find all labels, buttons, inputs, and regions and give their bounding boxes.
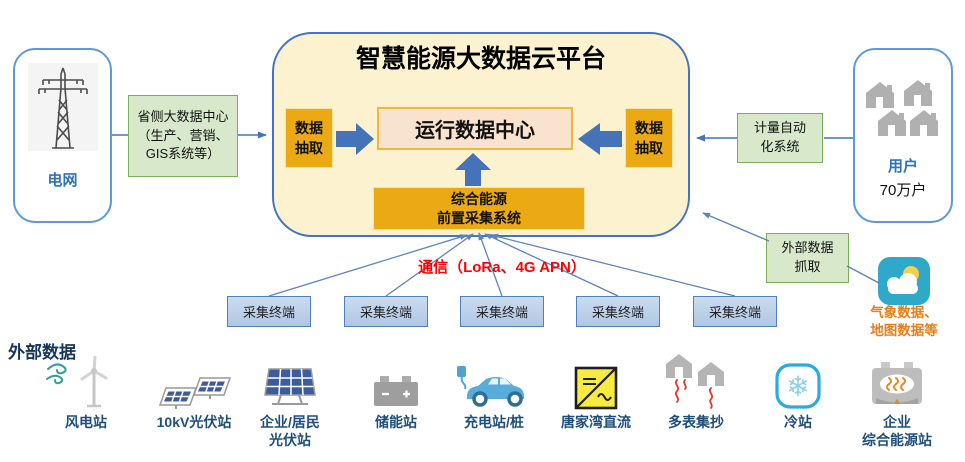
source-item: 10kV光伏站 [142,360,246,432]
users-count: 70万户 [879,182,927,199]
weather-data-label: 气象数据、 地图数据等 [870,305,938,338]
external-data-heading: 外部数据 [8,343,76,362]
power-grid-label: 电网 [47,172,78,189]
collection-terminal-box: 采集终端 [693,296,777,327]
solar-panel-icon [262,360,318,410]
svg-text:❄: ❄ [786,371,809,402]
solar-panels-icon [156,360,232,410]
collection-terminal-box: 采集终端 [344,296,428,327]
multi-meter-icon [660,354,732,410]
users-label: 用户 [887,158,918,175]
data-extract-left-box: 数据 抽取 [285,108,333,168]
comm-protocol-label: 通信（LoRa、4G APN） [418,259,586,276]
boiler-icon [867,360,927,410]
users-panel: 用户 70万户 [853,48,953,223]
source-item: 储能站 [344,360,448,432]
power-grid-panel: 电网 [13,48,112,223]
weather-icon [878,257,930,305]
battery-icon [372,360,420,410]
platform-title: 智慧能源大数据云平台 [355,45,606,73]
source-item: 风电站 [34,356,138,432]
source-item: 企业/居民 光伏站 [238,360,342,449]
data-extract-right-box: 数据 抽取 [625,108,673,168]
source-item: ❄ 冷站 [746,360,850,432]
frontend-collection-box: 综合能源 前置采集系统 [373,187,585,230]
metering-automation-box: 计量自动 化系统 [737,113,823,163]
dc-converter-icon [574,360,618,410]
houses-icon [866,80,940,147]
source-item: 充电站/桩 [442,360,546,432]
collection-terminal-box: 采集终端 [460,296,544,327]
transmission-tower-icon [25,62,101,161]
collection-terminal-box: 采集终端 [227,296,311,327]
wind-turbine-icon [45,356,127,410]
source-item: 多表集抄 [644,354,748,432]
province-data-center-box: 省侧大数据中心 （生产、营销、 GIS系统等） [128,95,238,177]
external-data-grab-box: 外部数据 抓取 [766,233,849,283]
source-item: 唐家湾直流 [544,360,648,432]
source-item: 企业 综合能源站 [845,360,949,449]
collection-terminal-box: 采集终端 [576,296,660,327]
snowflake-icon: ❄ [774,360,822,410]
ev-charging-icon [455,360,533,410]
operation-data-center-box: 运行数据中心 [377,107,573,150]
